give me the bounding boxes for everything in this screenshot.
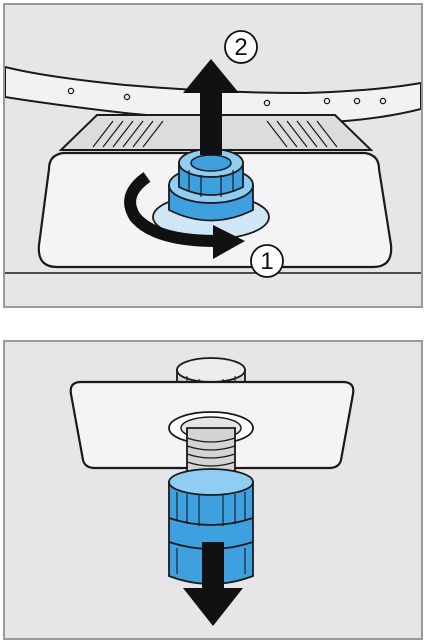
step-1-marker: 1 (250, 244, 284, 278)
panel-detach-microfilter (3, 340, 423, 640)
svg-text:1: 1 (260, 248, 273, 275)
detach-microfilter-illustration (69, 357, 355, 626)
svg-text:2: 2 (234, 34, 247, 61)
step-2-marker: 2 (224, 30, 258, 64)
sump-ribs (92, 120, 338, 148)
lift-arrow (183, 59, 239, 155)
spray-arm-holes (67, 87, 387, 107)
filter-cylinder (168, 148, 254, 222)
pull-down-arrow (183, 542, 243, 626)
remove-filter-illustration: 1 2 (5, 30, 421, 278)
panel-remove-filter: 1 2 (3, 3, 423, 308)
rotate-arrow (124, 172, 245, 259)
